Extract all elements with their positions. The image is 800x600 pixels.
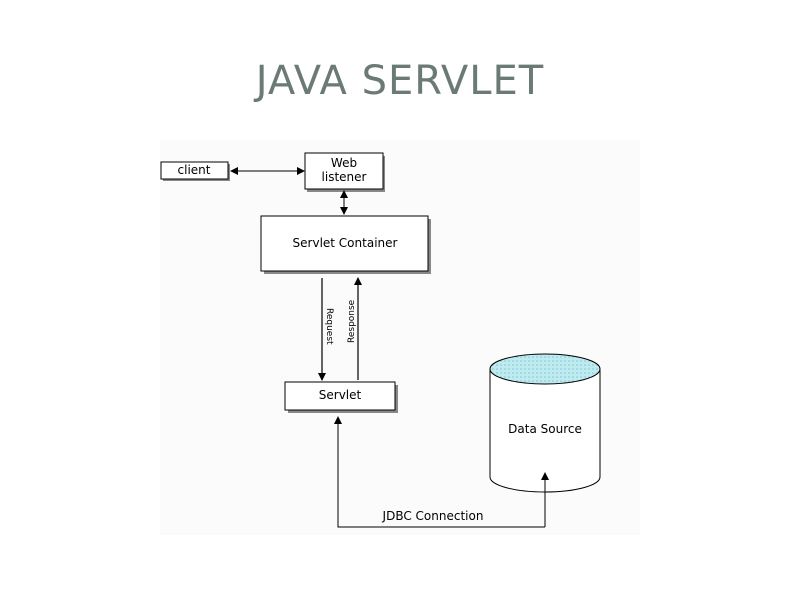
- servlet-container-label: Servlet Container: [293, 236, 398, 250]
- web-listener-node: Web listener: [304, 152, 385, 192]
- web-listener-label-line1: Web: [331, 156, 357, 170]
- web-listener-label-line2: listener: [322, 170, 367, 184]
- client-label: client: [178, 163, 211, 177]
- jdbc-connection-label: JDBC Connection: [382, 509, 484, 523]
- servlet-label: Servlet: [319, 388, 362, 402]
- jdbc-connection-line-servlet: [334, 416, 545, 528]
- data-source-label: Data Source: [508, 422, 582, 436]
- request-label: Request: [324, 308, 334, 345]
- servlet-container-node: Servlet Container: [260, 215, 431, 274]
- servlet-node: Servlet: [284, 381, 398, 413]
- response-label: Response: [347, 299, 357, 343]
- slide-title: JAVA SERVLET: [255, 58, 545, 104]
- data-source-node: Data Source: [489, 353, 601, 493]
- client-node: client: [160, 161, 230, 181]
